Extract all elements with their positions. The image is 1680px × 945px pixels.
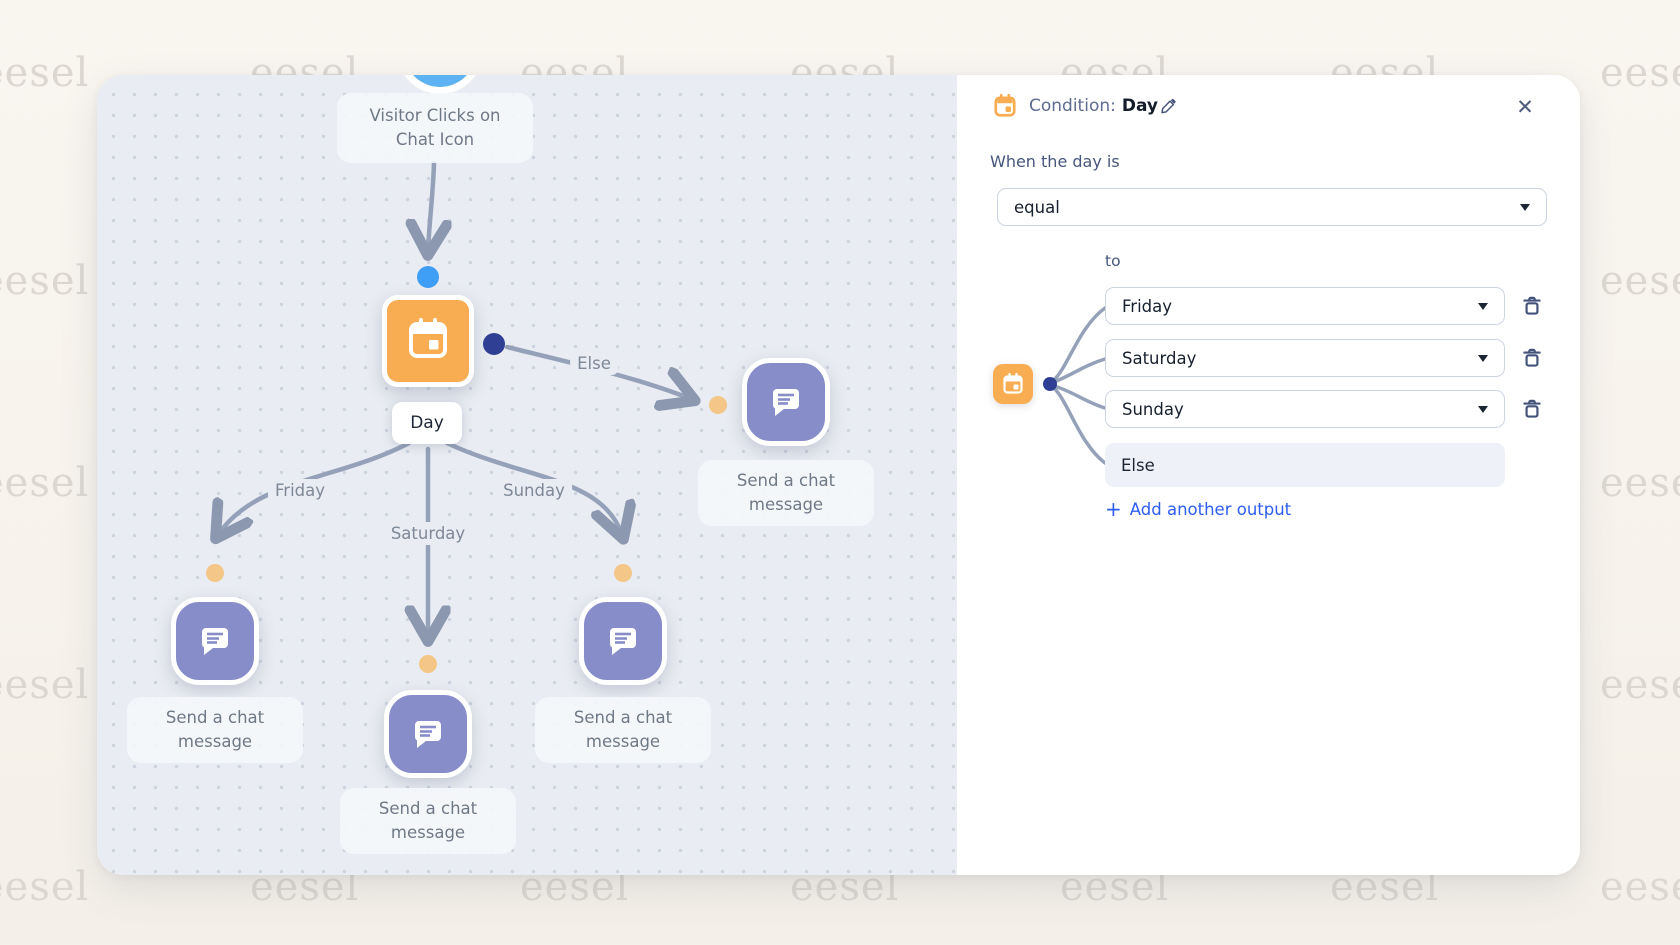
calendar-icon — [993, 364, 1033, 404]
chat-node-label-friday[interactable]: Send a chat message — [127, 697, 303, 763]
close-icon[interactable]: ✕ — [1516, 95, 1534, 119]
chevron-down-icon — [1478, 302, 1488, 310]
workflow-widget-card: Visitor Clicks on Chat Icon Day Friday S… — [97, 75, 1580, 875]
chat-bubble-icon — [599, 615, 647, 667]
watermark-text: eesel — [1600, 662, 1680, 708]
branch-label-saturday: Saturday — [383, 522, 473, 545]
output-value: Saturday — [1122, 348, 1197, 368]
chat-bubble-icon — [762, 376, 810, 428]
plus-icon: + — [1105, 497, 1122, 521]
watermark-text: eesel — [0, 50, 90, 96]
delete-output-saturday-trash-icon[interactable] — [1519, 345, 1545, 371]
to-label: to — [1105, 252, 1121, 270]
output-select-saturday[interactable]: Saturday — [1105, 339, 1505, 377]
output-value: Friday — [1122, 296, 1173, 316]
condition-settings-panel: Condition:Day ✕ When the day is equal to — [957, 75, 1580, 875]
day-condition-node[interactable] — [382, 295, 474, 387]
chat-bubble-icon — [404, 708, 452, 760]
chat-node-saturday[interactable] — [384, 690, 472, 778]
watermark-text: eesel — [0, 864, 90, 910]
watermark-text: eesel — [0, 258, 90, 304]
day-node-output-port[interactable] — [483, 333, 505, 355]
day-node-name[interactable]: Day — [392, 402, 462, 444]
output-else-row: Else — [1105, 443, 1505, 487]
when-day-label: When the day is — [990, 152, 1120, 171]
chat-node-input-port-saturday[interactable] — [419, 655, 437, 673]
branch-label-friday: Friday — [267, 479, 333, 502]
chat-bubble-icon — [191, 615, 239, 667]
panel-title: Condition:Day — [1029, 96, 1159, 116]
calendar-icon — [992, 93, 1018, 119]
delete-output-friday-trash-icon[interactable] — [1519, 293, 1545, 319]
watermark-text: eesel — [1600, 460, 1680, 506]
edge-start-to-day — [428, 160, 434, 251]
chat-node-friday[interactable] — [171, 597, 259, 685]
watermark-text: eesel — [1600, 50, 1680, 96]
operator-value: equal — [1014, 197, 1060, 217]
output-select-sunday[interactable]: Sunday — [1105, 390, 1505, 428]
calendar-icon — [404, 315, 452, 367]
chat-node-else[interactable] — [742, 358, 830, 446]
chat-node-sunday[interactable] — [579, 597, 667, 685]
chat-node-input-port-friday[interactable] — [206, 564, 224, 582]
delete-output-sunday-trash-icon[interactable] — [1519, 396, 1545, 422]
chat-node-input-port-sunday[interactable] — [614, 564, 632, 582]
edit-pencil-icon[interactable] — [1160, 95, 1184, 119]
condition-name: Day — [1121, 96, 1159, 116]
output-value: Else — [1121, 455, 1155, 475]
watermark-text: eesel — [0, 460, 90, 506]
day-node-input-port[interactable] — [417, 266, 439, 288]
operator-select[interactable]: equal — [997, 188, 1547, 226]
watermark-text: eesel — [0, 662, 90, 708]
add-another-output-button[interactable]: + Add another output — [1105, 497, 1292, 521]
chat-node-label-sunday[interactable]: Send a chat message — [535, 697, 711, 763]
branch-label-else: Else — [570, 352, 618, 375]
chat-node-input-port-else[interactable] — [709, 396, 727, 414]
watermark-text: eesel — [1600, 864, 1680, 910]
watermark-text: eesel — [1600, 258, 1680, 304]
mini-output-port — [1043, 377, 1057, 391]
start-node[interactable] — [404, 75, 476, 87]
chevron-down-icon — [1520, 203, 1530, 211]
trigger-node-label[interactable]: Visitor Clicks on Chat Icon — [337, 93, 533, 163]
output-value: Sunday — [1122, 399, 1184, 419]
chevron-down-icon — [1478, 354, 1488, 362]
chat-node-label-saturday[interactable]: Send a chat message — [340, 788, 516, 854]
chat-node-label-else[interactable]: Send a chat message — [698, 460, 874, 526]
branch-label-sunday: Sunday — [496, 479, 572, 502]
flow-canvas[interactable]: Visitor Clicks on Chat Icon Day Friday S… — [97, 75, 957, 875]
chevron-down-icon — [1478, 405, 1488, 413]
output-select-friday[interactable]: Friday — [1105, 287, 1505, 325]
